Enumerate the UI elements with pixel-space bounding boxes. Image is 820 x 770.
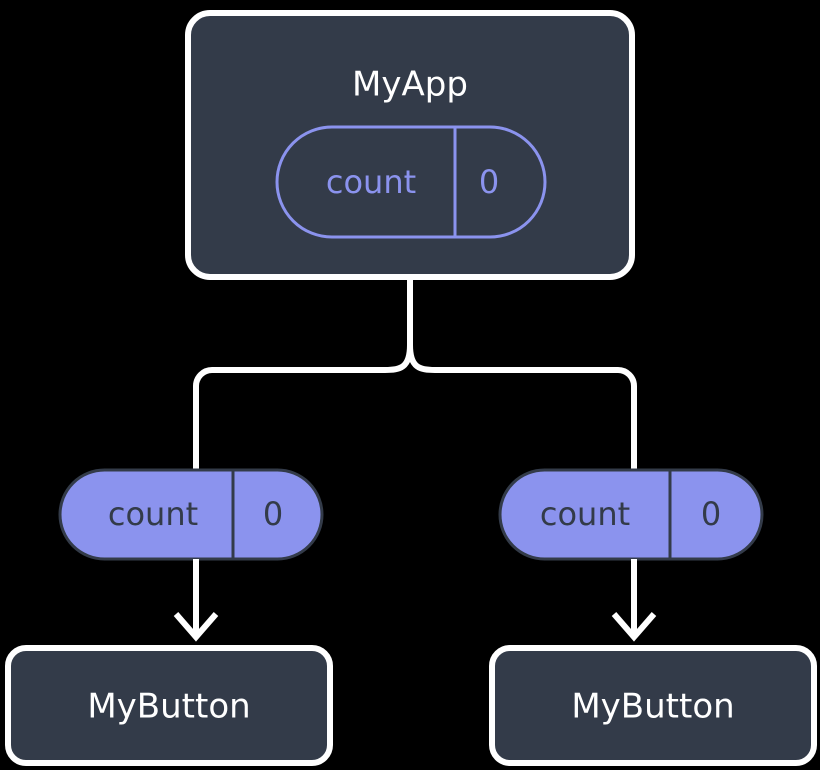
state-pill-left-key: count <box>108 495 198 533</box>
state-pill-right-key: count <box>540 495 630 533</box>
node-mybutton-right[interactable]: MyButton <box>489 645 817 766</box>
node-mybutton-left[interactable]: MyButton <box>5 645 333 766</box>
state-pill-right-value: 0 <box>701 495 721 533</box>
state-pill-root-body[interactable] <box>275 125 547 239</box>
node-mybutton-right-box[interactable] <box>489 645 817 766</box>
state-pill-root-value: 0 <box>479 163 499 201</box>
arrow-left-head-icon <box>173 612 219 642</box>
node-mybutton-right-label: MyButton <box>571 687 734 727</box>
connector-fork-left <box>193 344 413 480</box>
state-pill-root-key: count <box>326 163 416 201</box>
state-pill-left-body[interactable] <box>58 468 324 561</box>
node-mybutton-left-box[interactable] <box>5 645 333 766</box>
node-myapp-label: MyApp <box>352 65 468 105</box>
node-mybutton-left-label: MyButton <box>87 687 250 727</box>
node-myapp-box[interactable] <box>185 10 635 280</box>
node-myapp[interactable]: MyApp count 0 <box>185 10 635 280</box>
state-pill-left-value: 0 <box>263 495 283 533</box>
arrow-group <box>173 559 657 642</box>
state-pill-root[interactable]: count 0 <box>275 125 547 239</box>
connector-fork-right <box>407 344 637 480</box>
state-pill-left[interactable]: count 0 <box>58 468 324 561</box>
arrow-right-head-icon <box>611 612 657 642</box>
state-pill-right[interactable]: count 0 <box>498 468 764 561</box>
